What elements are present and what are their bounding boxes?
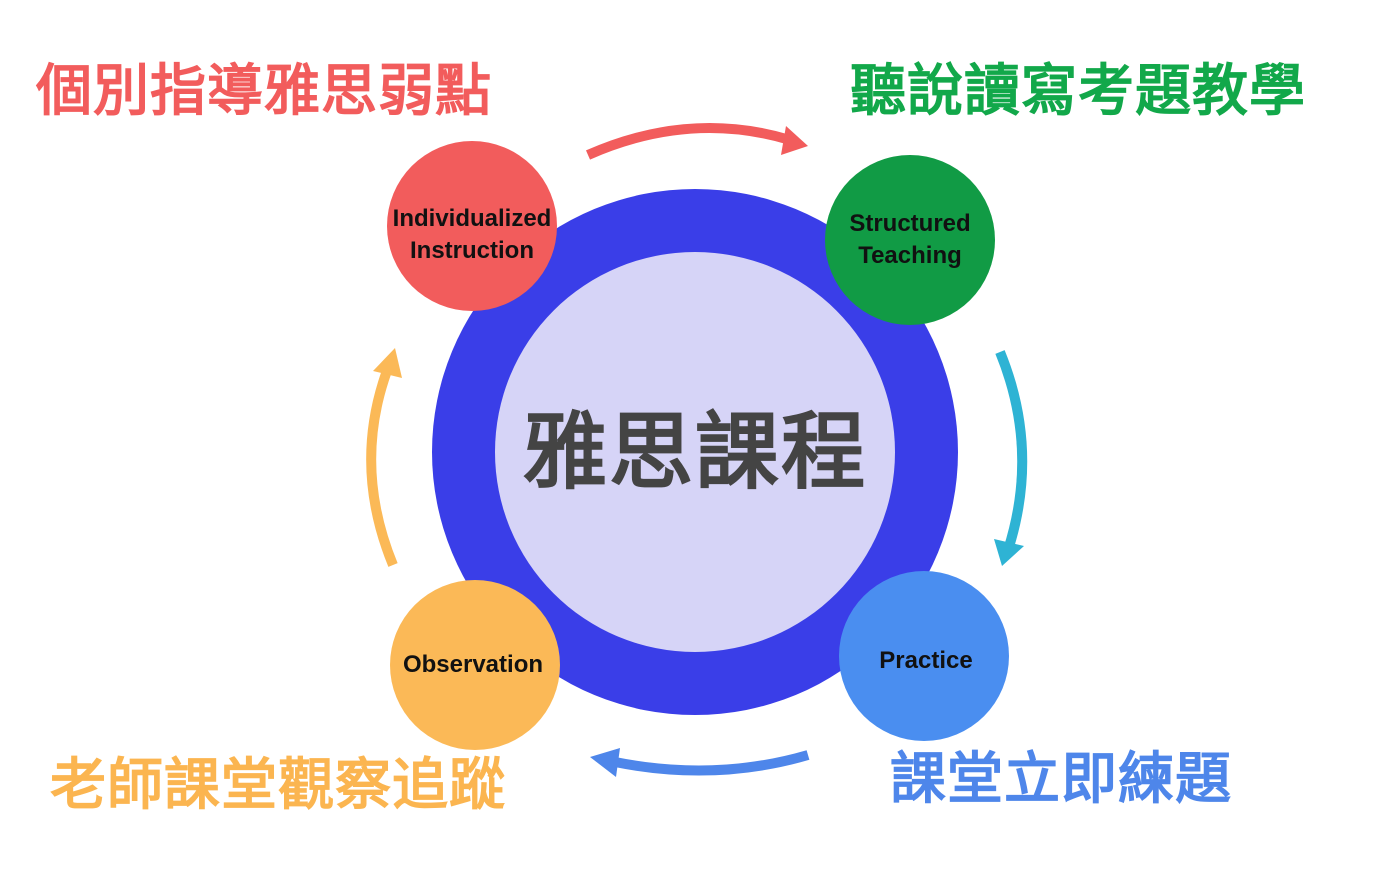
arrow-practice-to-observation bbox=[590, 748, 810, 777]
node-label-line: Observation bbox=[402, 651, 544, 678]
center-title: 雅思課程 bbox=[522, 403, 867, 501]
label-individualized-zh: 個別指導雅思弱點 bbox=[36, 59, 492, 124]
label-observation-zh: 老師課堂觀察追蹤 bbox=[50, 753, 506, 818]
node-label-structured: Structured Teaching bbox=[810, 208, 1010, 272]
node-label-individualized: Individualized Instruction bbox=[372, 203, 572, 267]
arrow-observation-to-individualized bbox=[366, 348, 402, 567]
arrow-structured-to-practice bbox=[994, 350, 1028, 566]
node-observation bbox=[390, 580, 560, 750]
node-label-observation: Observation bbox=[373, 649, 573, 681]
node-practice bbox=[839, 571, 1009, 741]
label-practice-zh: 課堂立即練題 bbox=[890, 747, 1232, 812]
arrow-individualized-to-structured bbox=[585, 123, 808, 160]
node-label-practice: Practice bbox=[826, 645, 1026, 677]
center-disc bbox=[495, 252, 895, 652]
node-structured-teaching bbox=[825, 155, 995, 325]
node-label-line: Instruction bbox=[410, 237, 534, 264]
node-label-line: Teaching bbox=[858, 242, 962, 269]
node-label-line: Practice bbox=[879, 647, 973, 674]
node-label-line: Individualized bbox=[392, 205, 552, 232]
node-label-line: Structured bbox=[849, 210, 971, 237]
label-structured-zh: 聽說讀寫考題教學 bbox=[850, 59, 1306, 124]
node-individualized-instruction bbox=[387, 141, 557, 311]
